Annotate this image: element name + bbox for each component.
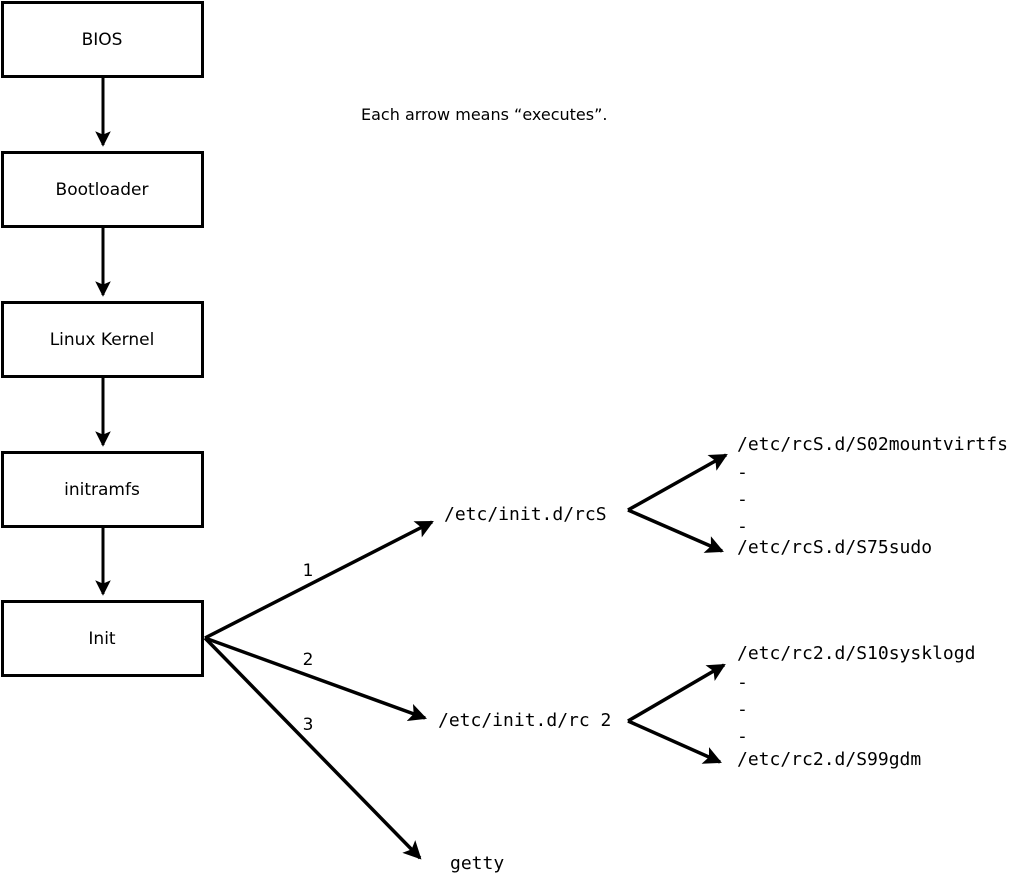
node-bootloader[interactable]: Bootloader (1, 151, 204, 228)
rcs-script-first[interactable]: /etc/rcS.d/S02mountvirtfs (737, 434, 1008, 455)
rc2-ellipsis-dash-3: - (737, 726, 748, 747)
branch-number-2: 2 (303, 650, 314, 670)
bios-label: BIOS (82, 30, 123, 50)
target-getty-label[interactable]: getty (450, 853, 504, 874)
linux-kernel-label: Linux Kernel (50, 330, 155, 350)
initramfs-box[interactable] (1, 451, 204, 528)
rc2-ellipsis-dash-1: - (737, 672, 748, 693)
rcs-ellipsis-dash-1: - (737, 462, 748, 483)
target-rc2-label[interactable]: /etc/init.d/rc 2 (438, 710, 611, 731)
rc2-arrow-last (627, 719, 722, 764)
node-linux-kernel[interactable]: Linux Kernel (1, 301, 204, 378)
branch-arrow-3 (203, 636, 422, 860)
branch-arrow-1 (204, 520, 434, 640)
rc2-ellipsis-dash-2: - (737, 699, 748, 720)
branch-number-1: 1 (303, 561, 314, 581)
rcs-ellipsis-group: - - - (737, 462, 748, 537)
rc2-arrow-first (627, 663, 726, 723)
initramfs-label: initramfs (64, 480, 140, 500)
rcs-ellipsis-dash-3: - (737, 516, 748, 537)
rc2-script-last[interactable]: /etc/rc2.d/S99gdm (737, 749, 921, 770)
boot-chain-group: BIOS Bootloader Linux Kernel initramfs I… (1, 1, 204, 677)
branch-number-3: 3 (303, 715, 314, 735)
bootloader-box[interactable] (1, 151, 204, 228)
init-box[interactable] (1, 600, 204, 677)
init-branch-numbers: 1 2 3 (303, 561, 314, 735)
rcs-arrow-last (627, 508, 724, 553)
node-bios[interactable]: BIOS (1, 1, 204, 78)
init-branch-arrows (203, 520, 434, 860)
rcs-ellipsis-dash-2: - (737, 489, 748, 510)
rc2-ellipsis-group: - - - (737, 672, 748, 747)
rcs-script-last[interactable]: /etc/rcS.d/S75sudo (737, 537, 932, 558)
bootloader-label: Bootloader (56, 180, 149, 200)
branch-arrow-2 (204, 636, 427, 722)
node-initramfs[interactable]: initramfs (1, 451, 204, 528)
note-each-arrow-executes: Each arrow means “executes”. (361, 105, 607, 124)
target-rcs-label[interactable]: /etc/init.d/rcS (444, 504, 607, 525)
rcs-subbranch-arrows (627, 453, 728, 553)
rc2-subbranch-arrows (627, 663, 726, 764)
rcs-arrow-first (627, 453, 728, 512)
rc2-script-first[interactable]: /etc/rc2.d/S10sysklogd (737, 643, 975, 664)
init-label: Init (88, 629, 116, 649)
bios-box[interactable] (1, 1, 204, 78)
node-init[interactable]: Init (1, 600, 204, 677)
linux-kernel-box[interactable] (1, 301, 204, 378)
